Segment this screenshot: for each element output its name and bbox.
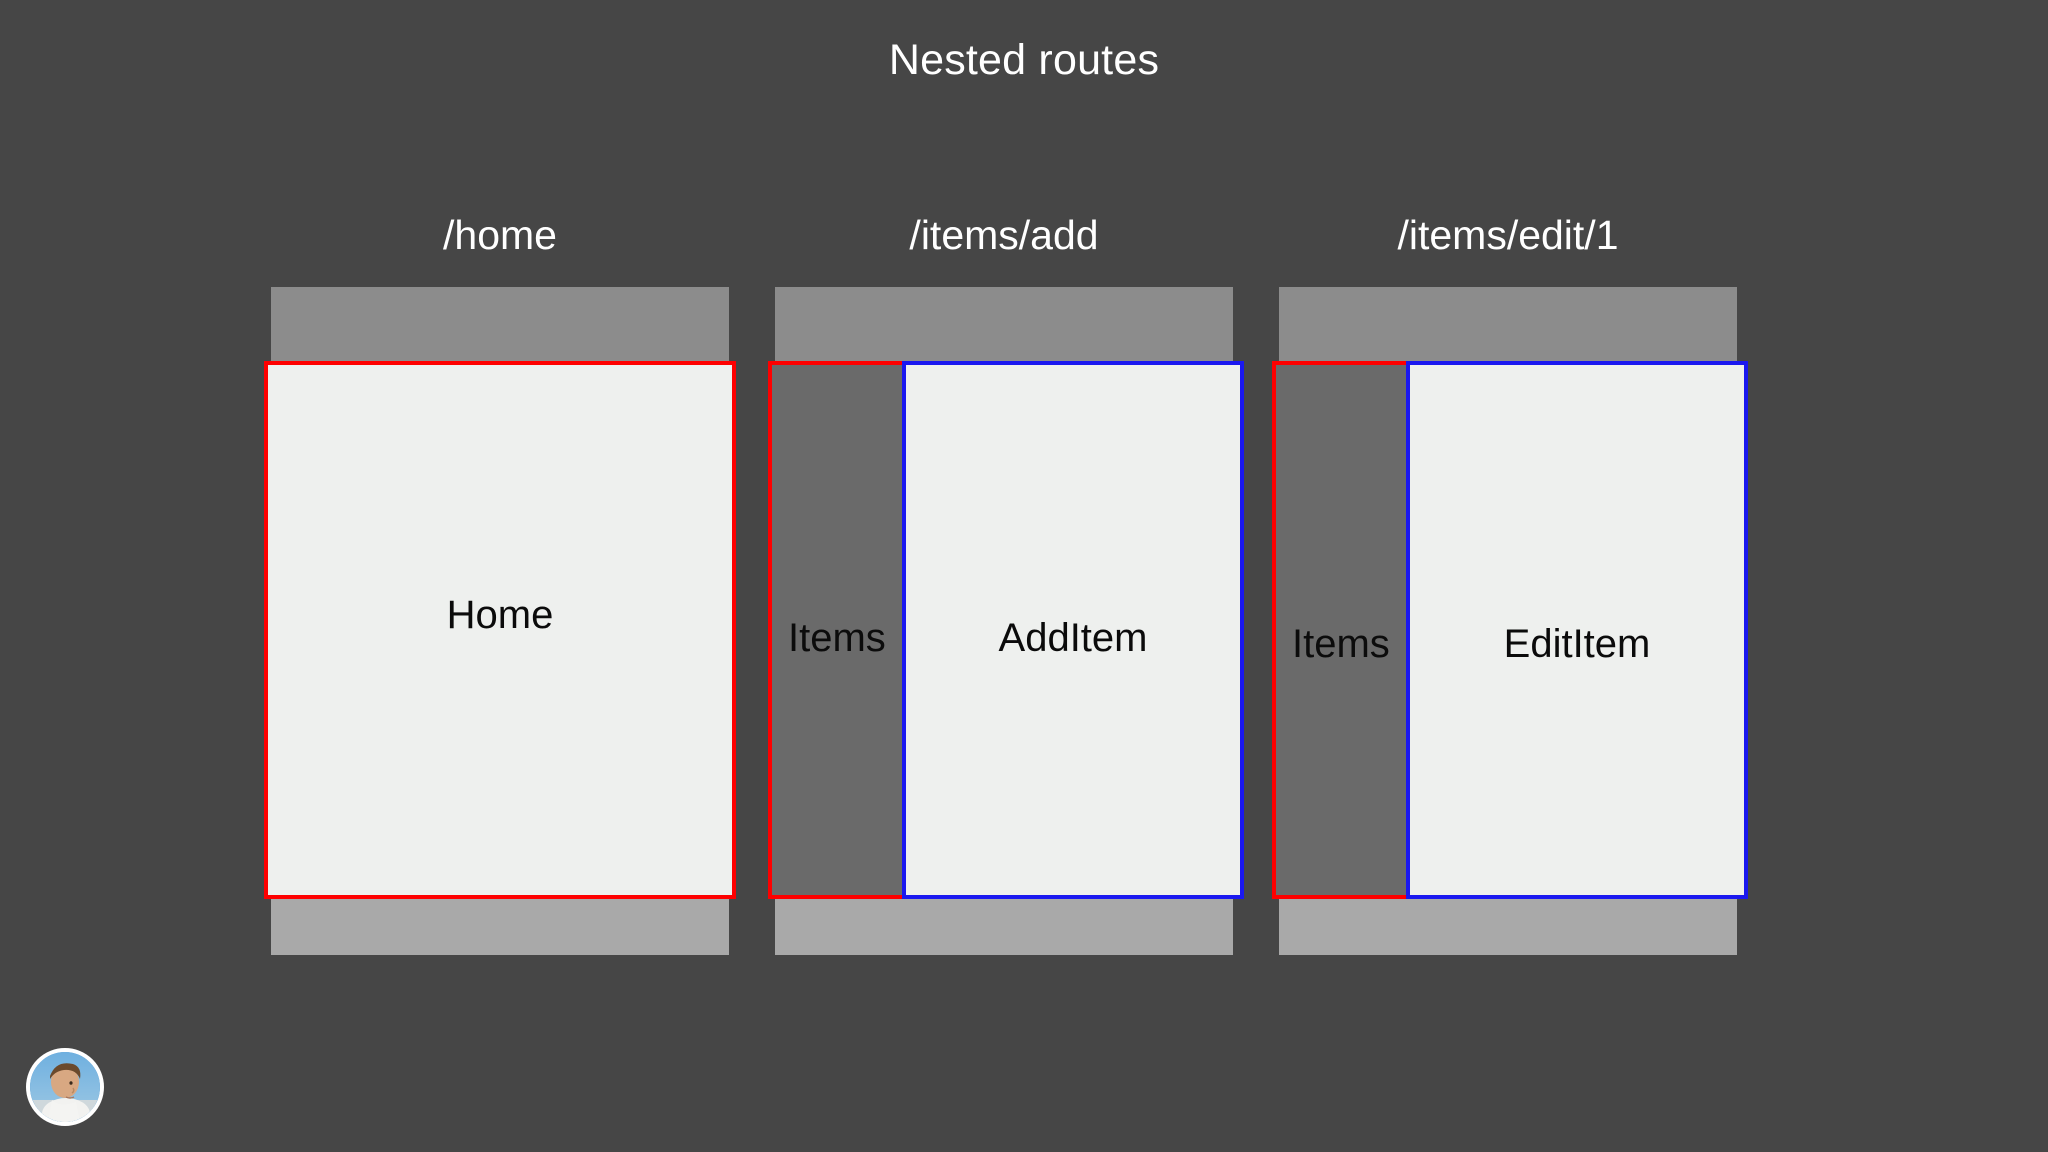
route-path-label: /items/edit/1: [1397, 212, 1619, 258]
route-pane-label: Home: [446, 592, 554, 637]
child-route-box-edititem: EditItem: [1406, 361, 1748, 899]
route-pane-label: Items: [1292, 621, 1390, 666]
app-frame: Items EditItem: [1272, 287, 1748, 955]
presenter-avatar-image: [30, 1052, 100, 1122]
app-frame-footer: [775, 899, 1233, 955]
presenter-avatar: [26, 1048, 104, 1126]
route-column-items-add: /items/add Items AddItem: [768, 212, 1244, 955]
route-column-home: /home Home: [264, 212, 736, 955]
app-frame: Home: [264, 287, 736, 955]
app-frame-header: [271, 287, 729, 361]
child-route-box-additem: AddItem: [902, 361, 1244, 899]
route-column-items-edit: /items/edit/1 Items EditItem: [1272, 212, 1748, 955]
route-pane-label: AddItem: [998, 615, 1148, 660]
route-pane-home: Home: [268, 365, 732, 895]
parent-route-box: Home: [264, 361, 736, 899]
parent-route-box: Items EditItem: [1272, 361, 1748, 899]
app-frame-header: [1279, 287, 1737, 361]
route-pane-items: Items: [772, 365, 902, 895]
app-frame-footer: [1279, 899, 1737, 955]
route-pane-items: Items: [1276, 365, 1406, 895]
app-frame: Items AddItem: [768, 287, 1244, 955]
app-frame-footer: [271, 899, 729, 955]
parent-route-box: Items AddItem: [768, 361, 1244, 899]
nested-routes-diagram: /home Home /items/add Items AddItem: [264, 212, 1777, 955]
presenter-avatar-photo: [30, 1052, 100, 1122]
route-path-label: /home: [443, 212, 557, 258]
route-path-label: /items/add: [909, 212, 1099, 258]
app-frame-header: [775, 287, 1233, 361]
route-pane-label: Items: [788, 615, 886, 660]
route-pane-label: EditItem: [1503, 621, 1651, 666]
page-title: Nested routes: [888, 36, 1160, 84]
